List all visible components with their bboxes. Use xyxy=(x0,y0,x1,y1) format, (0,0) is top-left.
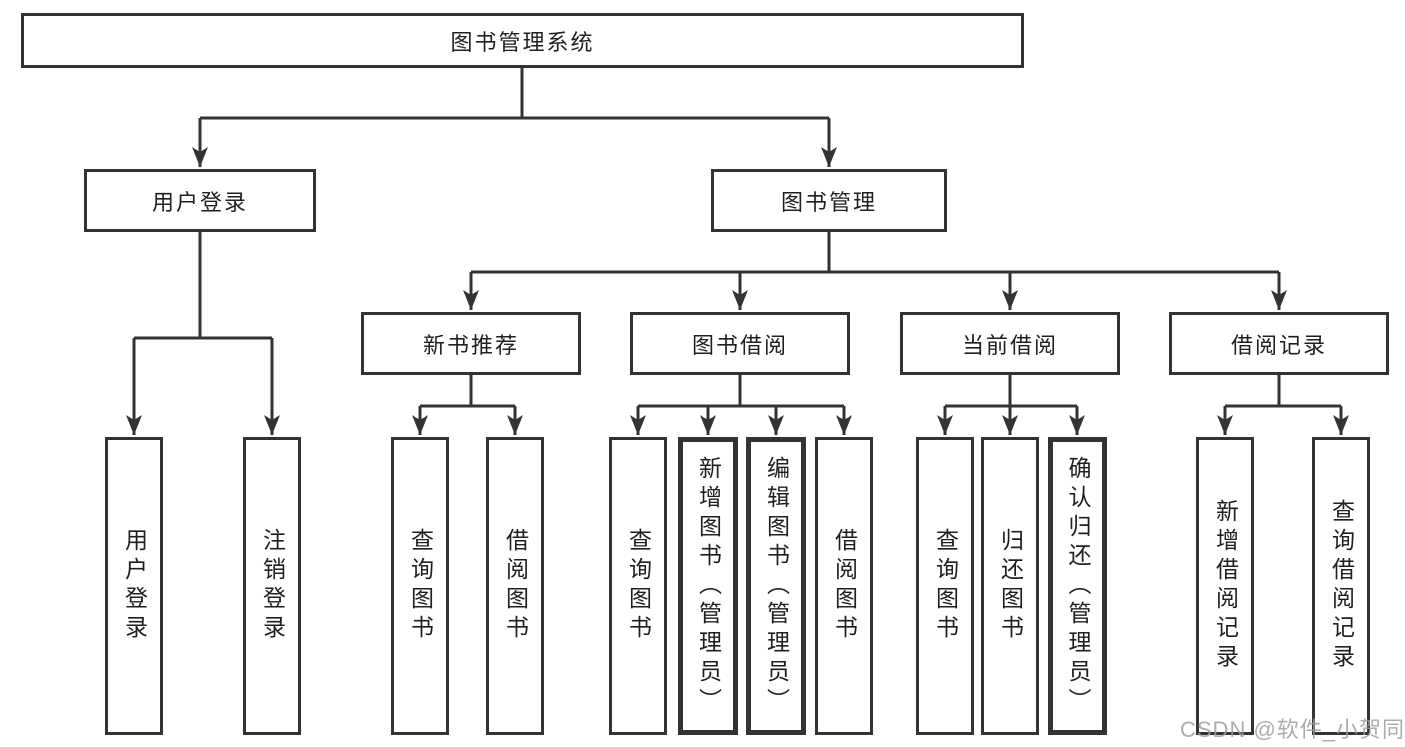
leaf-add-borrow-record: 新增借阅记录 xyxy=(1196,437,1254,735)
watermark: CSDN @软件_小贺同学 xyxy=(1180,717,1405,742)
node-current-borrow: 当前借阅 xyxy=(900,312,1120,375)
node-book-borrow: 图书借阅 xyxy=(630,312,850,375)
leaf-add-book-admin: 新增图书（管理员） xyxy=(678,437,738,735)
connectors xyxy=(126,68,1349,435)
node-label: 确认归还（管理员） xyxy=(1065,455,1091,717)
node-label: 查询图书 xyxy=(407,528,434,644)
node-user-login: 用户登录 xyxy=(84,169,316,232)
node-borrow-records: 借阅记录 xyxy=(1169,312,1389,375)
node-label: 新增借阅记录 xyxy=(1212,499,1239,673)
node-label: 图书借阅 xyxy=(691,332,788,358)
node-library-management-system: 图书管理系统 xyxy=(21,13,1024,68)
leaf-confirm-return-admin: 确认归还（管理员） xyxy=(1048,437,1107,735)
node-label: 图书管理系统 xyxy=(450,29,595,55)
node-label: 新增图书（管理员） xyxy=(695,455,722,717)
node-label: 当前借阅 xyxy=(961,332,1058,358)
leaf-query-books-current: 查询图书 xyxy=(916,437,974,735)
node-label: 新书推荐 xyxy=(422,332,519,358)
leaf-borrow-books: 借阅图书 xyxy=(815,437,873,735)
node-label: 归还图书 xyxy=(997,528,1024,644)
leaf-query-books-borrow: 查询图书 xyxy=(609,437,667,735)
node-label: 查询图书 xyxy=(932,528,959,644)
leaf-edit-book-admin: 编辑图书（管理员） xyxy=(746,437,806,735)
node-label: 用户登录 xyxy=(151,189,248,215)
leaf-return-book: 归还图书 xyxy=(981,437,1039,735)
node-label: 图书管理 xyxy=(780,189,877,215)
node-new-book-recommend: 新书推荐 xyxy=(361,312,581,375)
node-label: 注销登录 xyxy=(259,528,286,644)
node-label: 借阅记录 xyxy=(1230,332,1327,358)
leaf-borrow-books-recommend: 借阅图书 xyxy=(486,437,544,735)
node-book-management: 图书管理 xyxy=(711,169,947,232)
node-label: 查询图书 xyxy=(625,528,652,644)
node-label: 编辑图书（管理员） xyxy=(763,455,790,717)
leaf-query-borrow-record: 查询借阅记录 xyxy=(1312,437,1370,735)
node-label: 借阅图书 xyxy=(831,528,858,644)
leaf-user-login: 用户登录 xyxy=(105,437,163,735)
node-label: 借阅图书 xyxy=(502,528,529,644)
leaf-query-books-recommend: 查询图书 xyxy=(391,437,449,735)
leaf-logout: 注销登录 xyxy=(243,437,301,735)
node-label: 用户登录 xyxy=(121,528,148,644)
node-label: 查询借阅记录 xyxy=(1328,499,1355,673)
